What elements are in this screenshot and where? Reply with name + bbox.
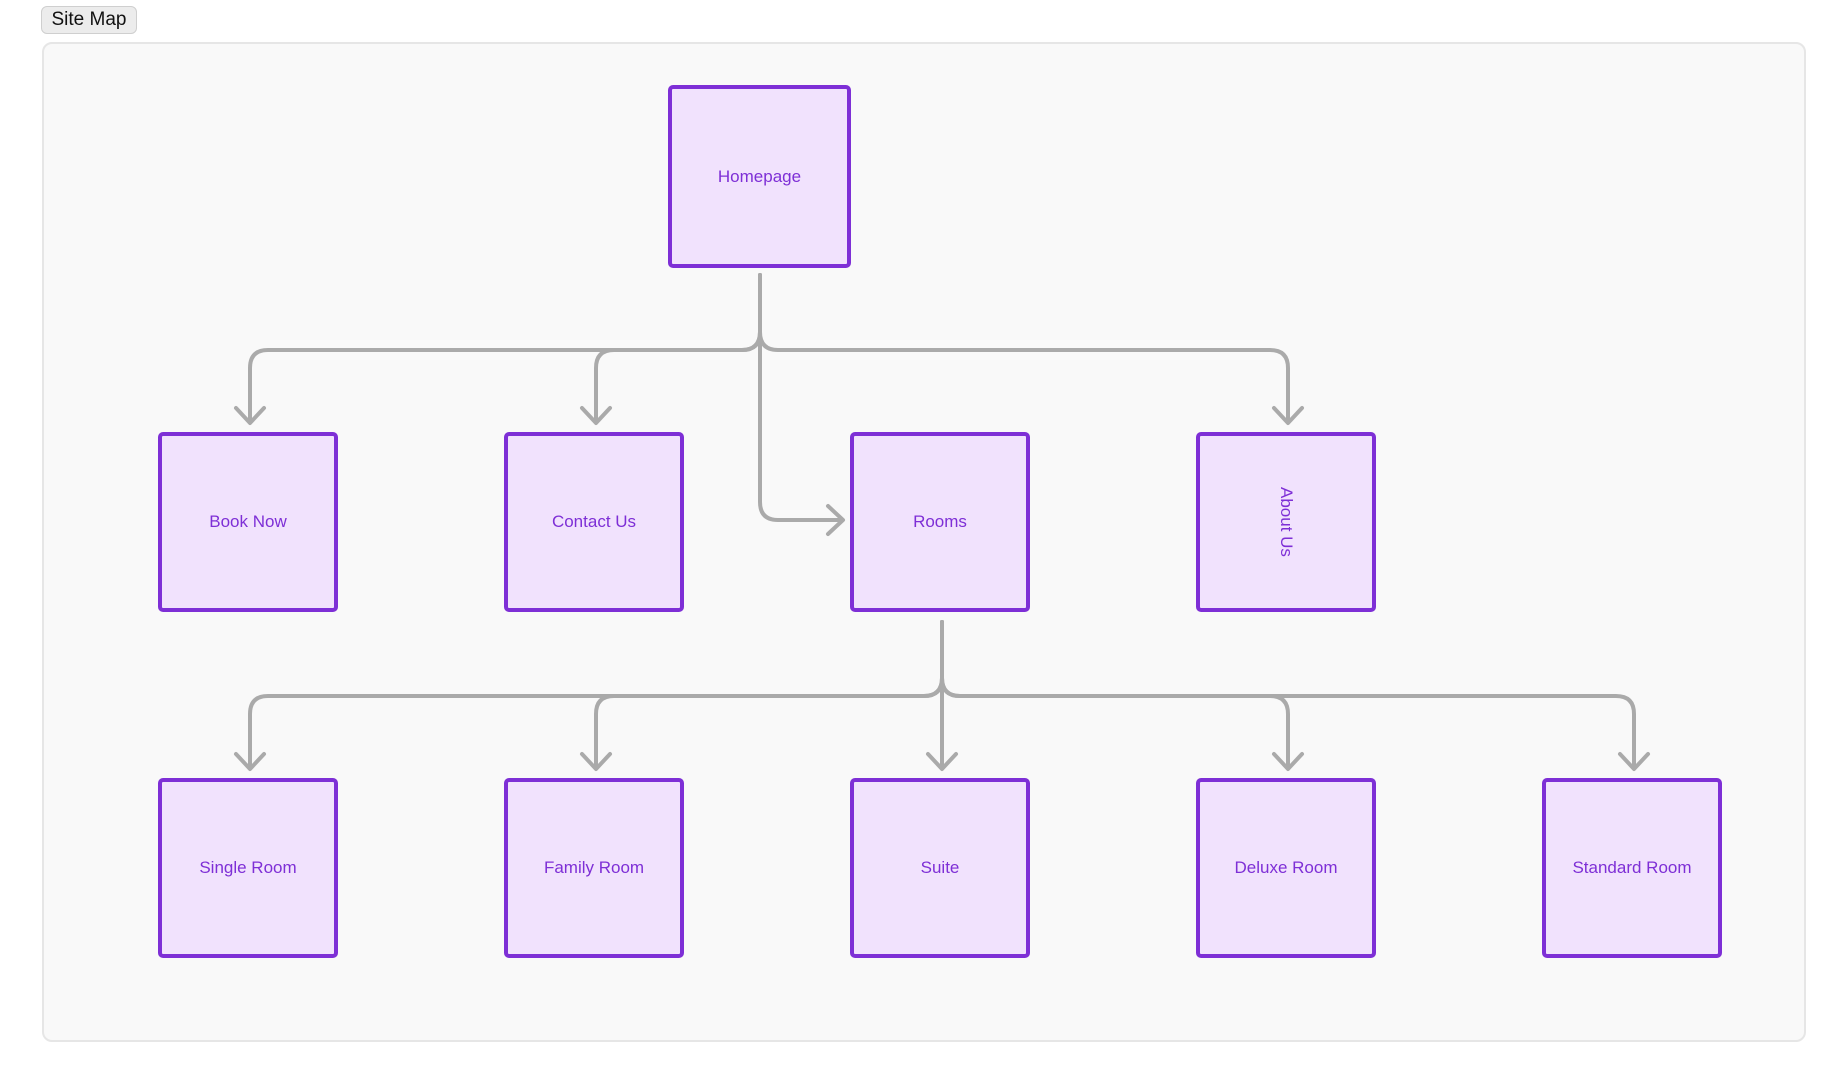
node-family-room[interactable]: Family Room [504,778,684,958]
node-family-room-label: Family Room [543,858,645,877]
node-rooms-label: Rooms [913,512,967,531]
node-standard-room[interactable]: Standard Room [1542,778,1722,958]
node-single-room-label: Single Room [199,858,297,877]
connector-homepage-about-us [758,273,1290,422]
arrowhead-contact-us [580,406,612,425]
connector-homepage-book-now [248,273,762,422]
node-book-now[interactable]: Book Now [158,432,338,612]
node-homepage[interactable]: Homepage [668,85,851,268]
arrowhead-book-now [234,406,266,425]
arrowhead-family-room [580,752,612,771]
node-contact-us[interactable]: Contact Us [504,432,684,612]
node-suite[interactable]: Suite [850,778,1030,958]
connector-homepage-contact-us [594,273,762,422]
arrowhead-about-us [1272,406,1304,425]
arrowhead-deluxe-room [1272,752,1304,771]
arrowhead-standard-room [1618,752,1650,771]
node-contact-us-label: Contact Us [551,512,637,531]
arrowhead-single-room [234,752,266,771]
arrowhead-suite [926,752,958,771]
node-single-room[interactable]: Single Room [158,778,338,958]
node-about-us[interactable]: About Us [1196,432,1376,612]
node-about-us-label: About Us [1277,487,1296,557]
connector-rooms-family-room [594,620,944,768]
node-standard-room-label: Standard Room [1572,858,1692,877]
node-book-now-label: Book Now [209,512,287,531]
node-deluxe-room[interactable]: Deluxe Room [1196,778,1376,958]
arrowhead-rooms [826,504,845,536]
site-map-tab[interactable]: Site Map [41,6,137,34]
node-homepage-label: Homepage [717,166,802,186]
node-suite-label: Suite [920,858,960,877]
connector-rooms-standard-room [940,620,1636,768]
node-rooms[interactable]: Rooms [850,432,1030,612]
node-deluxe-room-label: Deluxe Room [1234,858,1338,877]
connector-homepage-rooms [758,273,842,522]
